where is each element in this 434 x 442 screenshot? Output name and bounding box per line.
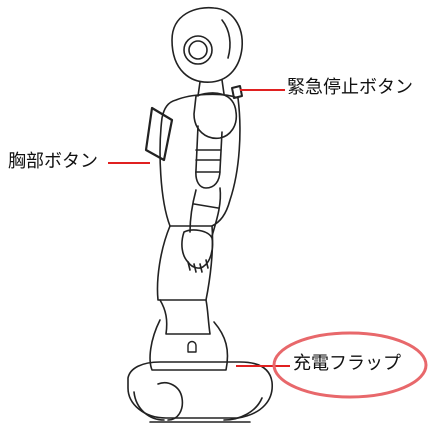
robot-neck: [197, 79, 225, 97]
chest-button-panel: [144, 106, 174, 162]
robot-head-detail: [221, 19, 231, 59]
robot-knee: [149, 319, 229, 371]
robot-head: [171, 6, 243, 83]
robot-shoulder: [193, 92, 238, 139]
robot-hip: [156, 225, 214, 301]
robot-arm-lower: [189, 187, 222, 237]
robot-eye-inner: [188, 40, 208, 60]
robot-hand: [181, 229, 214, 269]
robot-base-wheel-left: [133, 382, 184, 421]
robot-leg: [159, 299, 211, 335]
emergency-stop-label: 緊急停止ボタン: [287, 77, 413, 98]
robot-eye-outer: [183, 35, 213, 65]
charge-flap-highlight: [272, 331, 428, 399]
chest-button-label: 胸部ボタン: [8, 151, 98, 172]
charge-flap-label: 充電フラップ: [293, 353, 401, 374]
robot-arm-upper: [195, 125, 223, 189]
robot-base-wheel-right: [223, 397, 263, 421]
emergency-stop-button: [231, 85, 243, 99]
robot-fingers: [187, 259, 209, 273]
robot-arm-joints: [193, 149, 221, 209]
charge-flap-icon: [187, 340, 197, 353]
